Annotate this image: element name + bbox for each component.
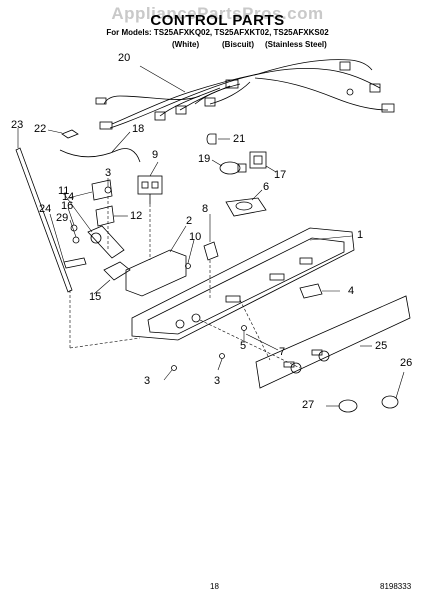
variant-stainless: (Stainless Steel) [265,40,327,49]
callout-17: 17 [274,169,287,181]
page-title: CONTROL PARTS [150,12,285,29]
callout-10: 10 [189,231,202,243]
callout-23: 23 [11,119,24,131]
part-6-control-module [225,189,267,217]
callout-7: 7 [279,346,286,358]
callout-4: 4 [348,285,355,297]
callout-25: 25 [375,340,388,352]
watermark: AppliancePartsPros.com [111,4,324,23]
part-18-capillary-tube [59,131,141,163]
variant-white: (White) [172,40,200,49]
part-21-socket-clip [206,133,230,145]
callout-3-upper: 3 [105,167,112,179]
callout-29: 29 [56,212,69,224]
part-3-screw-upper [104,178,112,194]
part-4-clip [299,283,340,299]
callout-26: 26 [400,357,413,369]
part-29-washer [69,219,80,244]
part-8-knob [203,214,219,261]
part-22-clip [47,129,79,139]
part-9-thermostat [137,161,163,204]
part-3-screw-lower-left [163,365,177,381]
part-12-bracket [95,205,128,227]
callout-2: 2 [186,215,193,227]
callout-3-lower-left: 3 [144,375,151,387]
part-25-control-panel [255,295,411,389]
part-3-screw-lower-right [217,353,225,371]
callout-11: 11 [58,185,70,197]
assembly-lines [69,196,301,369]
callout-18: 18 [132,123,145,135]
callout-20: 20 [118,52,131,64]
callout-8: 8 [202,203,209,215]
callout-12: 12 [130,210,143,222]
leader-20 [139,65,186,93]
callout-3-lower-right: 3 [214,375,221,387]
part-14-bracket [67,179,113,201]
callout-19: 19 [198,153,211,165]
wire-harness [95,59,395,130]
callout-27: 27 [302,399,315,411]
part-17-light-socket [249,151,277,173]
part-2-housing [125,225,187,297]
part-26-knob [381,371,405,409]
page-number: 18 [210,582,219,591]
part-10-screw [185,239,195,269]
part-27-knob [326,399,358,413]
part-11-damper-knob [63,193,125,259]
callout-1: 1 [357,229,364,241]
part-24-clip [49,213,87,269]
part-15-bracket [93,261,131,295]
part-5-screw [241,325,247,342]
callout-16: 16 [61,200,74,212]
part-1-control-housing [131,227,355,341]
model-list: For Models: TS25AFXKQ02, TS25AFXKT02, TS… [106,28,329,37]
document-number: 8198333 [380,582,412,591]
part-19-bulb [211,159,247,175]
callout-6: 6 [263,181,270,193]
callout-22: 22 [34,123,47,135]
leader-7 [245,333,279,351]
callout-14: 14 [62,191,75,203]
callout-24: 24 [39,203,52,215]
callout-15: 15 [89,291,102,303]
callout-9: 9 [152,149,159,161]
variant-biscuit: (Biscuit) [222,40,254,49]
callout-21: 21 [233,133,246,145]
callout-5: 5 [240,340,247,352]
part-23-rail [15,128,73,293]
